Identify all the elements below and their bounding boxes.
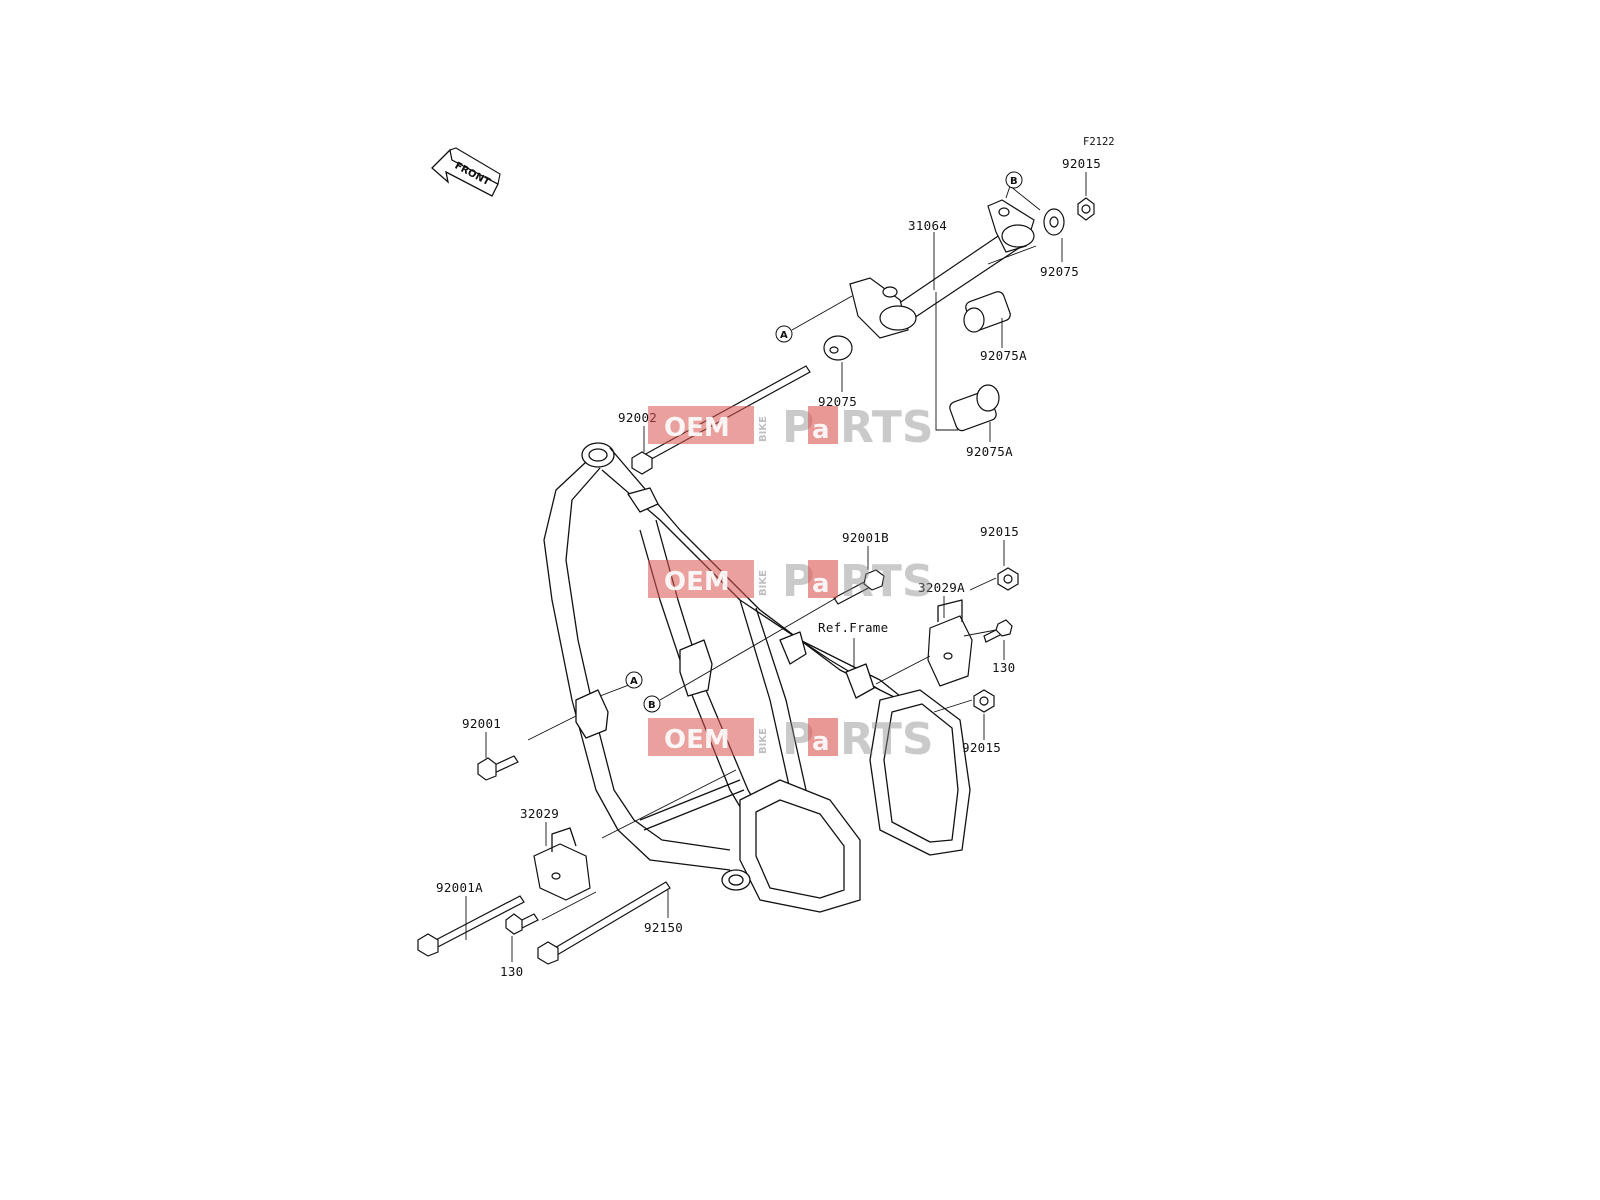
watermark-logo-3: OEM BIKE P a RTS	[648, 714, 934, 765]
label-92075-right: 92075	[1040, 264, 1079, 279]
motorcycle-frame	[543, 442, 971, 913]
washer-92015-top	[1077, 197, 1095, 221]
label-130-left: 130	[500, 964, 523, 979]
svg-text:BIKE: BIKE	[758, 416, 769, 442]
callout-a-frame: A	[625, 671, 643, 689]
svg-text:a: a	[812, 569, 830, 599]
label-92002: 92002	[618, 410, 657, 425]
label-92001a: 92001A	[436, 880, 483, 895]
nut-92015-low	[973, 689, 995, 713]
label-92075a-upper: 92075A	[980, 348, 1027, 363]
leader-lines	[465, 172, 1087, 962]
bolt-92150	[537, 881, 671, 965]
label-32029a: 32029A	[918, 580, 965, 595]
engine-mount-bracket-31064	[849, 199, 1035, 339]
part-labels: 92015 31064 92075 92075A 92075 92002 920…	[436, 156, 1101, 979]
nut-92015-mid	[997, 567, 1019, 591]
front-arrow-icon: FRONT	[431, 147, 501, 197]
rubber-mount-92075a-lower	[949, 384, 1000, 432]
label-92001b: 92001B	[842, 530, 889, 545]
watermark-logo-2: OEM BIKE P a RTS	[648, 556, 934, 607]
diagram-code: F2122	[1083, 136, 1115, 148]
callout-b-top: B	[1005, 171, 1023, 189]
callout-b-frame: B	[643, 695, 661, 713]
svg-text:OEM: OEM	[664, 725, 730, 755]
rubber-mount-92075a-upper	[963, 291, 1011, 333]
bolt-92001	[477, 755, 519, 781]
svg-text:OEM: OEM	[664, 413, 730, 443]
bolt-130-left	[505, 913, 539, 935]
label-32029: 32029	[520, 806, 559, 821]
label-92015-top: 92015	[1062, 156, 1101, 171]
svg-text:B: B	[648, 700, 656, 711]
bracket-32029a	[927, 599, 973, 687]
label-130-right: 130	[992, 660, 1015, 675]
label-31064: 31064	[908, 218, 947, 233]
bracket-32029	[533, 827, 591, 901]
svg-text:OEM: OEM	[664, 567, 730, 597]
svg-text:A: A	[630, 676, 638, 687]
label-92001: 92001	[462, 716, 501, 731]
svg-text:RTS: RTS	[840, 402, 934, 453]
svg-text:a: a	[812, 415, 830, 445]
watermark-logo-1: OEM BIKE P a RTS	[648, 402, 934, 453]
label-92150: 92150	[644, 920, 683, 935]
label-92015-low: 92015	[962, 740, 1001, 755]
svg-text:a: a	[812, 727, 830, 757]
label-92015-mid: 92015	[980, 524, 1019, 539]
svg-text:BIKE: BIKE	[758, 570, 769, 596]
svg-text:RTS: RTS	[840, 556, 934, 607]
bolt-92001b	[833, 569, 885, 605]
svg-text:RTS: RTS	[840, 714, 934, 765]
label-ref-frame: Ref.Frame	[818, 620, 888, 635]
bolt-92001a	[417, 895, 525, 957]
bolt-130-right	[983, 619, 1013, 643]
callout-a-top: A	[775, 325, 793, 343]
bushing-92075-right	[1043, 208, 1065, 236]
svg-text:A: A	[780, 330, 788, 341]
svg-text:BIKE: BIKE	[758, 728, 769, 754]
svg-text:B: B	[1010, 176, 1018, 187]
label-92075a-lower: 92075A	[966, 444, 1013, 459]
bushing-92075-left	[823, 335, 853, 361]
label-92075-left: 92075	[818, 394, 857, 409]
